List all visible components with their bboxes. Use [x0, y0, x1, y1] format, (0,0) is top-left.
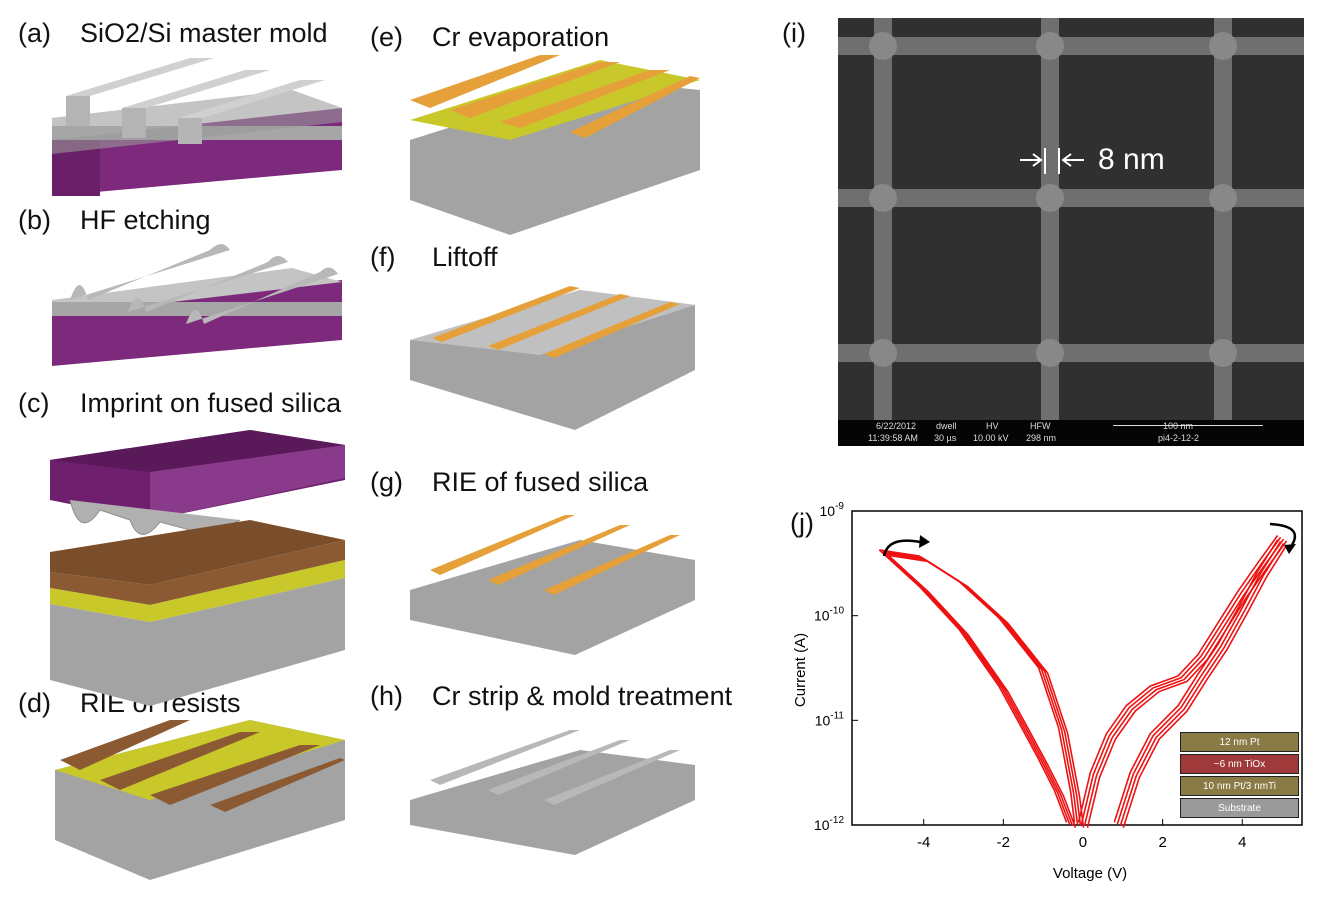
iv-sweep-line — [887, 554, 1077, 828]
iv-sweep-line — [881, 551, 1071, 825]
x-tick-label: -2 — [997, 834, 1010, 851]
y-tick-label: 10-11 — [815, 710, 845, 728]
layer-stack-row: Substrate — [1180, 798, 1299, 818]
panel-b-label: (b)HF etching — [18, 205, 211, 235]
iv-sweep-line — [1119, 542, 1285, 827]
y-axis-label: Current (A) — [792, 633, 809, 707]
iv-sweep-line — [884, 552, 1074, 827]
iv-sweep-line — [1080, 536, 1282, 825]
schematic-c — [50, 430, 345, 706]
sweep-arrow-left-icon — [882, 539, 921, 557]
panel-a-label: (a)SiO2/Si master mold — [18, 18, 328, 48]
iv-curves — [878, 535, 1288, 828]
y-tick-label: 10-12 — [814, 815, 844, 833]
iv-sweep-line — [1116, 541, 1282, 825]
schematic-a — [52, 58, 342, 196]
iv-sweep-line — [878, 549, 1068, 823]
schematic-g — [410, 515, 695, 655]
sem-dwell-value: 30 µs — [934, 433, 957, 443]
schematic-d — [55, 720, 345, 880]
panel-e-label: (e)Cr evaporation — [370, 22, 610, 52]
iv-sweep-line — [1077, 535, 1279, 823]
iv-sweep-line — [888, 554, 1085, 828]
sem-hv-value: 10.00 kV — [973, 433, 1009, 443]
iv-sweep-line — [1113, 539, 1279, 823]
y-tick-label: 10-10 — [814, 606, 844, 624]
iv-sweep-line — [1122, 544, 1288, 828]
x-tick-label: 0 — [1079, 834, 1087, 851]
layer-stack-row: ~6 nm TiOx — [1180, 754, 1299, 774]
panel-j-label: (j) — [790, 508, 814, 538]
schematic-h — [410, 730, 695, 855]
iv-sweep-line — [879, 549, 1076, 823]
y-tick-label: 10-9 — [820, 501, 845, 519]
iv-sweep-line — [882, 550, 1079, 825]
sem-hfw-value: 298 nm — [1026, 433, 1057, 443]
x-tick-label: 2 — [1158, 834, 1166, 851]
panel-i-label: (i) — [782, 18, 806, 48]
panel-c-label: (c)Imprint on fused silica — [18, 388, 342, 418]
schematic-f — [410, 286, 695, 430]
plot-frame — [851, 510, 1303, 826]
sem-measurement: 8 nm — [1098, 143, 1165, 176]
schematic-b — [52, 244, 342, 366]
x-tick-label: -4 — [917, 834, 930, 851]
sem-scale-label: 100 nm — [1163, 421, 1194, 431]
sem-hfw-label: HFW — [1030, 421, 1051, 431]
sem-hv-label: HV — [986, 421, 999, 431]
layer-stack-row: 12 nm Pt — [1180, 732, 1299, 752]
x-tick-label: 4 — [1238, 834, 1246, 851]
sem-date: 6/22/2012 — [876, 421, 917, 431]
panel-g-label: (g)RIE of fused silica — [370, 467, 649, 497]
schematic-e — [410, 55, 700, 235]
sem-time: 11:39:58 AM — [868, 433, 918, 443]
sem-info-bar: 6/22/2012 11:39:58 AM dwell 30 µs HV 10.… — [838, 420, 1304, 446]
panel-h-label: (h)Cr strip & mold treatment — [370, 681, 733, 711]
layer-stack-row: 10 nm Pt/3 nmTi — [1180, 776, 1299, 796]
sem-dwell-label: dwell — [936, 421, 957, 431]
sem-image — [838, 18, 1304, 446]
panel-f-label: (f)Liftoff — [370, 242, 498, 272]
iv-axes: -4 -2 0 2 4 10-12 10-11 10-10 10-9 — [814, 501, 1303, 851]
sem-sample-id: pi4-2-12-2 — [1158, 433, 1200, 443]
x-axis-label: Voltage (V) — [1053, 865, 1127, 882]
